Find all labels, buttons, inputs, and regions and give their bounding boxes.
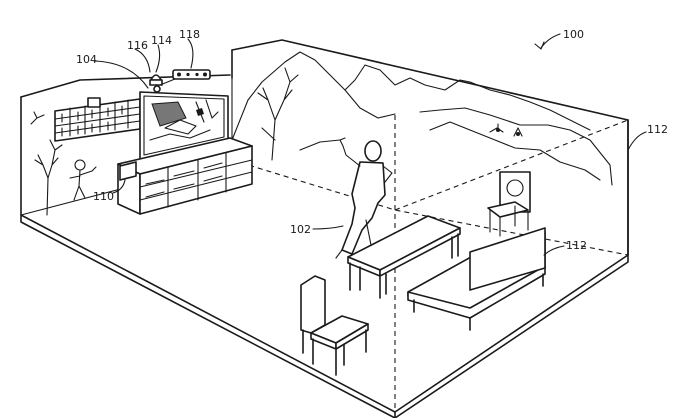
reference-labels: 100 104 116 114 118 110 102 112 112 — [76, 28, 668, 252]
back-chair — [487, 171, 531, 237]
label-user: 102 — [290, 223, 311, 236]
room-shell — [20, 39, 629, 418]
label-display: 104 — [76, 53, 97, 66]
label-sensor: 116 — [127, 39, 148, 52]
leader-lines — [93, 33, 647, 256]
sensor-assembly — [149, 69, 211, 93]
right-wall-scene — [231, 51, 613, 186]
label-system: 100 — [563, 28, 584, 41]
label-projector: 118 — [179, 28, 200, 41]
label-console: 110 — [93, 190, 114, 203]
label-sofa: 112 — [566, 239, 587, 252]
front-chair — [300, 275, 369, 376]
tv-stand — [117, 137, 253, 215]
label-wall: 112 — [647, 123, 668, 136]
projected-game-window — [54, 97, 141, 142]
table — [347, 215, 461, 299]
label-camera: 114 — [151, 34, 172, 47]
sofa — [407, 227, 546, 331]
